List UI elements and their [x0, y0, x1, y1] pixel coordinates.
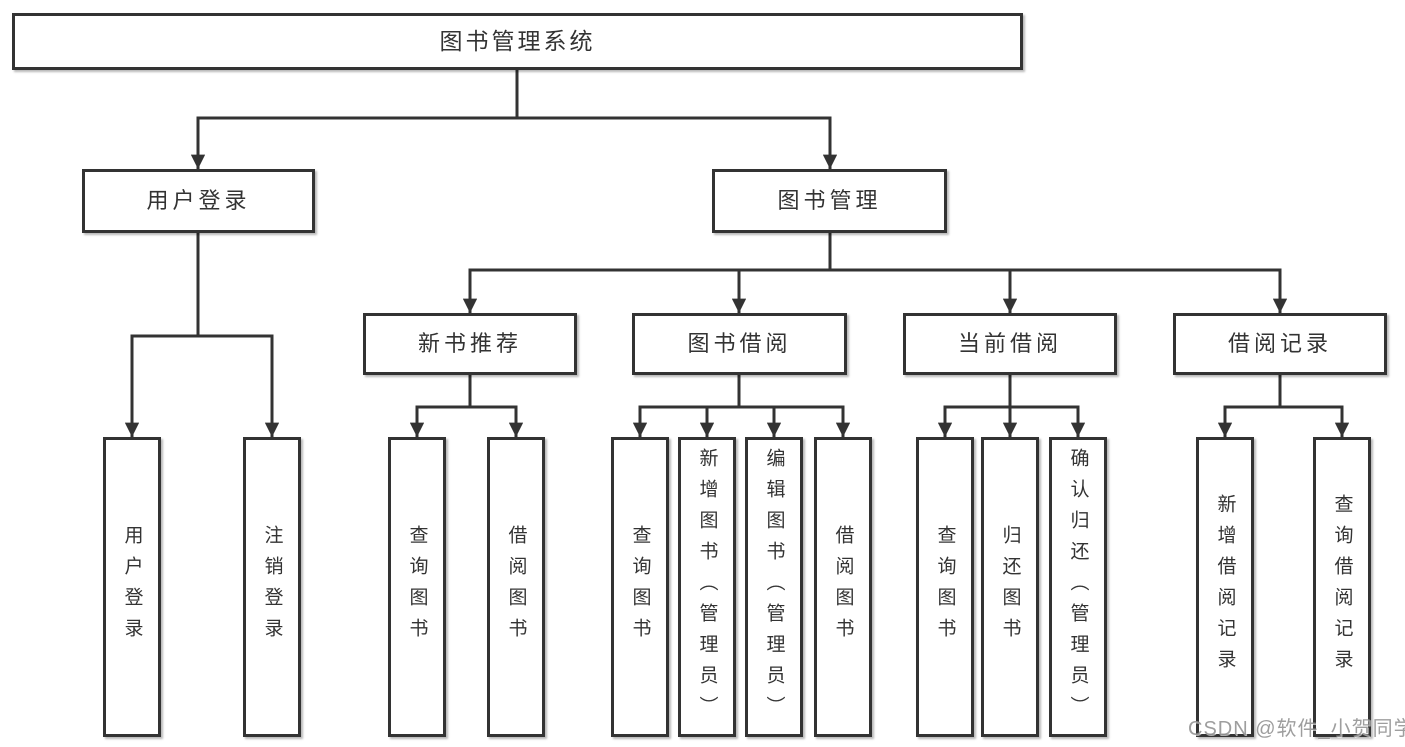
csdn-watermark: CSDN @软件_小贺同学 [1188, 718, 1405, 740]
leaf-confirm-return-admin: 确认归还（管理员） [1049, 437, 1107, 737]
node-user-login: 用户登录 [82, 169, 315, 233]
node-book-borrowing: 图书借阅 [632, 313, 847, 375]
node-new-book-recommend-label: 新书推荐 [417, 331, 522, 356]
leaf-add-borrow-record-label: 新增借阅记录 [1214, 494, 1236, 680]
node-new-book-recommend: 新书推荐 [363, 313, 577, 375]
leaf-query-borrow-record-label: 查询借阅记录 [1331, 494, 1353, 680]
leaf-query-books-cb: 查询图书 [916, 437, 974, 737]
leaf-edit-books-admin-label: 编辑图书（管理员） [763, 447, 785, 727]
leaf-edit-books-admin: 编辑图书（管理员） [745, 437, 803, 737]
leaf-query-books-cb-label: 查询图书 [934, 525, 956, 649]
leaf-add-books-admin: 新增图书（管理员） [678, 437, 736, 737]
leaf-query-books-bb: 查询图书 [611, 437, 669, 737]
leaf-confirm-return-admin-label: 确认归还（管理员） [1067, 447, 1089, 727]
node-user-login-label: 用户登录 [146, 188, 251, 213]
leaf-return-books-label: 归还图书 [999, 525, 1021, 649]
leaf-return-books: 归还图书 [981, 437, 1039, 737]
leaf-add-borrow-record: 新增借阅记录 [1196, 437, 1254, 737]
node-library-system: 图书管理系统 [12, 13, 1023, 70]
leaf-logout-label: 注销登录 [261, 525, 283, 649]
leaf-query-books-nb: 查询图书 [388, 437, 446, 737]
leaf-query-borrow-record: 查询借阅记录 [1313, 437, 1371, 737]
leaf-borrow-books-nb: 借阅图书 [487, 437, 545, 737]
leaf-borrow-books-bb-label: 借阅图书 [832, 525, 854, 649]
node-borrowing-records: 借阅记录 [1173, 313, 1387, 375]
node-current-borrowing: 当前借阅 [903, 313, 1117, 375]
leaf-user-login-label: 用户登录 [121, 525, 143, 649]
node-borrowing-records-label: 借阅记录 [1227, 331, 1332, 356]
leaf-logout: 注销登录 [243, 437, 301, 737]
node-book-management-label: 图书管理 [777, 188, 882, 213]
leaf-user-login: 用户登录 [103, 437, 161, 737]
node-book-borrowing-label: 图书借阅 [687, 331, 792, 356]
leaf-borrow-books-bb: 借阅图书 [814, 437, 872, 737]
node-book-management: 图书管理 [712, 169, 947, 233]
node-library-system-label: 图书管理系统 [439, 28, 596, 54]
leaf-query-books-nb-label: 查询图书 [406, 525, 428, 649]
leaf-add-books-admin-label: 新增图书（管理员） [696, 447, 718, 727]
leaf-borrow-books-nb-label: 借阅图书 [505, 525, 527, 649]
leaf-query-books-bb-label: 查询图书 [629, 525, 651, 649]
node-current-borrowing-label: 当前借阅 [957, 331, 1062, 356]
